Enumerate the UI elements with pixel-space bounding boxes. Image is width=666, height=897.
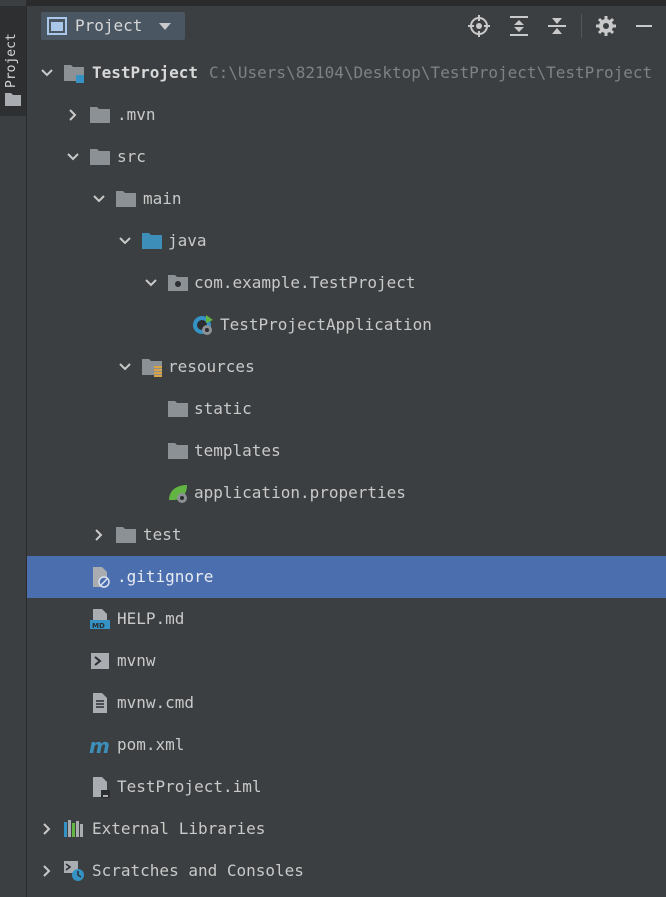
- tree-node-pom[interactable]: m pom.xml: [27, 724, 666, 766]
- tree-node-label: .gitignore: [117, 567, 214, 586]
- tree-node-label: templates: [194, 441, 281, 460]
- tree-node-label: application.properties: [194, 483, 406, 502]
- minimize-icon[interactable]: [634, 15, 654, 37]
- left-tool-stripe: Project: [0, 0, 27, 897]
- tree-node-label: test: [143, 525, 182, 544]
- folder-icon: [168, 443, 188, 459]
- svg-text:MD: MD: [92, 622, 105, 630]
- tree-node-label: java: [168, 231, 207, 250]
- tree-node-test[interactable]: test: [27, 514, 666, 556]
- ignore-file-icon: [93, 567, 110, 588]
- project-tool-tab-label: Project: [4, 33, 19, 88]
- maven-icon: m: [89, 734, 110, 756]
- spring-properties-icon: [169, 485, 187, 503]
- tree-node-package[interactable]: com.example.TestProject: [27, 262, 666, 304]
- chevron-down-icon: [159, 23, 171, 30]
- folder-icon: [116, 191, 136, 207]
- tree-node-java[interactable]: java: [27, 220, 666, 262]
- tree-node-label: External Libraries: [92, 819, 266, 838]
- project-path: C:\Users\82104\Desktop\TestProject\TestP…: [209, 63, 653, 82]
- header-separator: [581, 14, 582, 38]
- tree-node-properties[interactable]: application.properties: [27, 472, 666, 514]
- source-folder-icon: [142, 233, 162, 249]
- chevron-right-icon[interactable]: [39, 863, 55, 879]
- tree-node-label: TestProjectApplication: [220, 315, 432, 334]
- chevron-down-icon[interactable]: [91, 191, 107, 207]
- project-panel-header: Project: [27, 6, 666, 46]
- tree-node-label: mvnw.cmd: [117, 693, 195, 712]
- tree-node-label: Scratches and Consoles: [92, 861, 304, 880]
- locate-icon[interactable]: [468, 15, 490, 37]
- svg-text:m: m: [89, 734, 110, 756]
- markdown-file-icon: MD: [90, 609, 110, 630]
- folder-icon: [90, 149, 110, 165]
- libraries-icon: [64, 820, 83, 837]
- tree-node-label: resources: [168, 357, 255, 376]
- module-file-icon: [93, 777, 110, 798]
- package-icon: [168, 275, 188, 291]
- chevron-right-icon[interactable]: [39, 821, 55, 837]
- tree-node-templates[interactable]: templates: [27, 430, 666, 472]
- tree-node-label: TestProject.iml: [117, 777, 262, 796]
- tree-node-help[interactable]: MD HELP.md: [27, 598, 666, 640]
- tree-node-label: TestProject: [92, 63, 198, 82]
- tree-node-label: mvnw: [117, 651, 156, 670]
- tree-node-iml[interactable]: TestProject.iml: [27, 766, 666, 808]
- text-file-icon: [93, 693, 107, 713]
- tree-node-gitignore[interactable]: .gitignore: [27, 556, 666, 598]
- collapse-all-icon[interactable]: [546, 15, 568, 37]
- chevron-down-icon[interactable]: [117, 359, 133, 375]
- chevron-right-icon[interactable]: [65, 107, 81, 123]
- top-border: [0, 0, 666, 6]
- tree-node-label: main: [143, 189, 182, 208]
- tree-node-app-class[interactable]: TestProjectApplication: [27, 304, 666, 346]
- tree-node-label: HELP.md: [117, 609, 185, 628]
- tree-node-label: com.example.TestProject: [194, 273, 416, 292]
- folder-icon: [116, 527, 136, 543]
- tree-node-src[interactable]: src: [27, 136, 666, 178]
- project-panel: Project: [27, 6, 666, 897]
- chevron-down-icon[interactable]: [117, 233, 133, 249]
- view-selector-label: Project: [75, 16, 143, 35]
- tree-node-scratches[interactable]: Scratches and Consoles: [27, 850, 666, 892]
- tree-node-label: src: [117, 147, 146, 166]
- folder-icon: [168, 401, 188, 417]
- resources-folder-icon: [142, 359, 162, 377]
- chevron-down-icon[interactable]: [39, 65, 55, 81]
- chevron-down-icon[interactable]: [143, 275, 159, 291]
- tree-node-label: .mvn: [117, 105, 156, 124]
- tree-node-label: static: [194, 399, 252, 418]
- tree-node-label: pom.xml: [117, 735, 185, 754]
- project-tool-tab[interactable]: Project: [0, 6, 26, 116]
- tree-node-static[interactable]: static: [27, 388, 666, 430]
- tree-node-mvnw-cmd[interactable]: mvnw.cmd: [27, 682, 666, 724]
- chevron-right-icon[interactable]: [91, 527, 107, 543]
- shell-script-icon: [91, 653, 109, 669]
- tree-node-root[interactable]: TestProject C:\Users\82104\Desktop\TestP…: [27, 52, 666, 94]
- tree-node-resources[interactable]: resources: [27, 346, 666, 388]
- tree-node-mvnw[interactable]: mvnw: [27, 640, 666, 682]
- expand-all-icon[interactable]: [508, 15, 530, 37]
- chevron-down-icon[interactable]: [65, 149, 81, 165]
- view-selector[interactable]: Project: [41, 12, 185, 40]
- tree-node-main[interactable]: main: [27, 178, 666, 220]
- scratches-icon: [64, 861, 84, 881]
- folder-icon: [5, 93, 21, 106]
- tree-node-external-libraries[interactable]: External Libraries: [27, 808, 666, 850]
- folder-icon: [90, 107, 110, 123]
- gear-icon[interactable]: [595, 15, 617, 37]
- tree-node-mvn[interactable]: .mvn: [27, 94, 666, 136]
- spring-boot-class-icon: [193, 315, 213, 335]
- module-folder-icon: [64, 65, 84, 83]
- project-view-icon: [47, 17, 67, 35]
